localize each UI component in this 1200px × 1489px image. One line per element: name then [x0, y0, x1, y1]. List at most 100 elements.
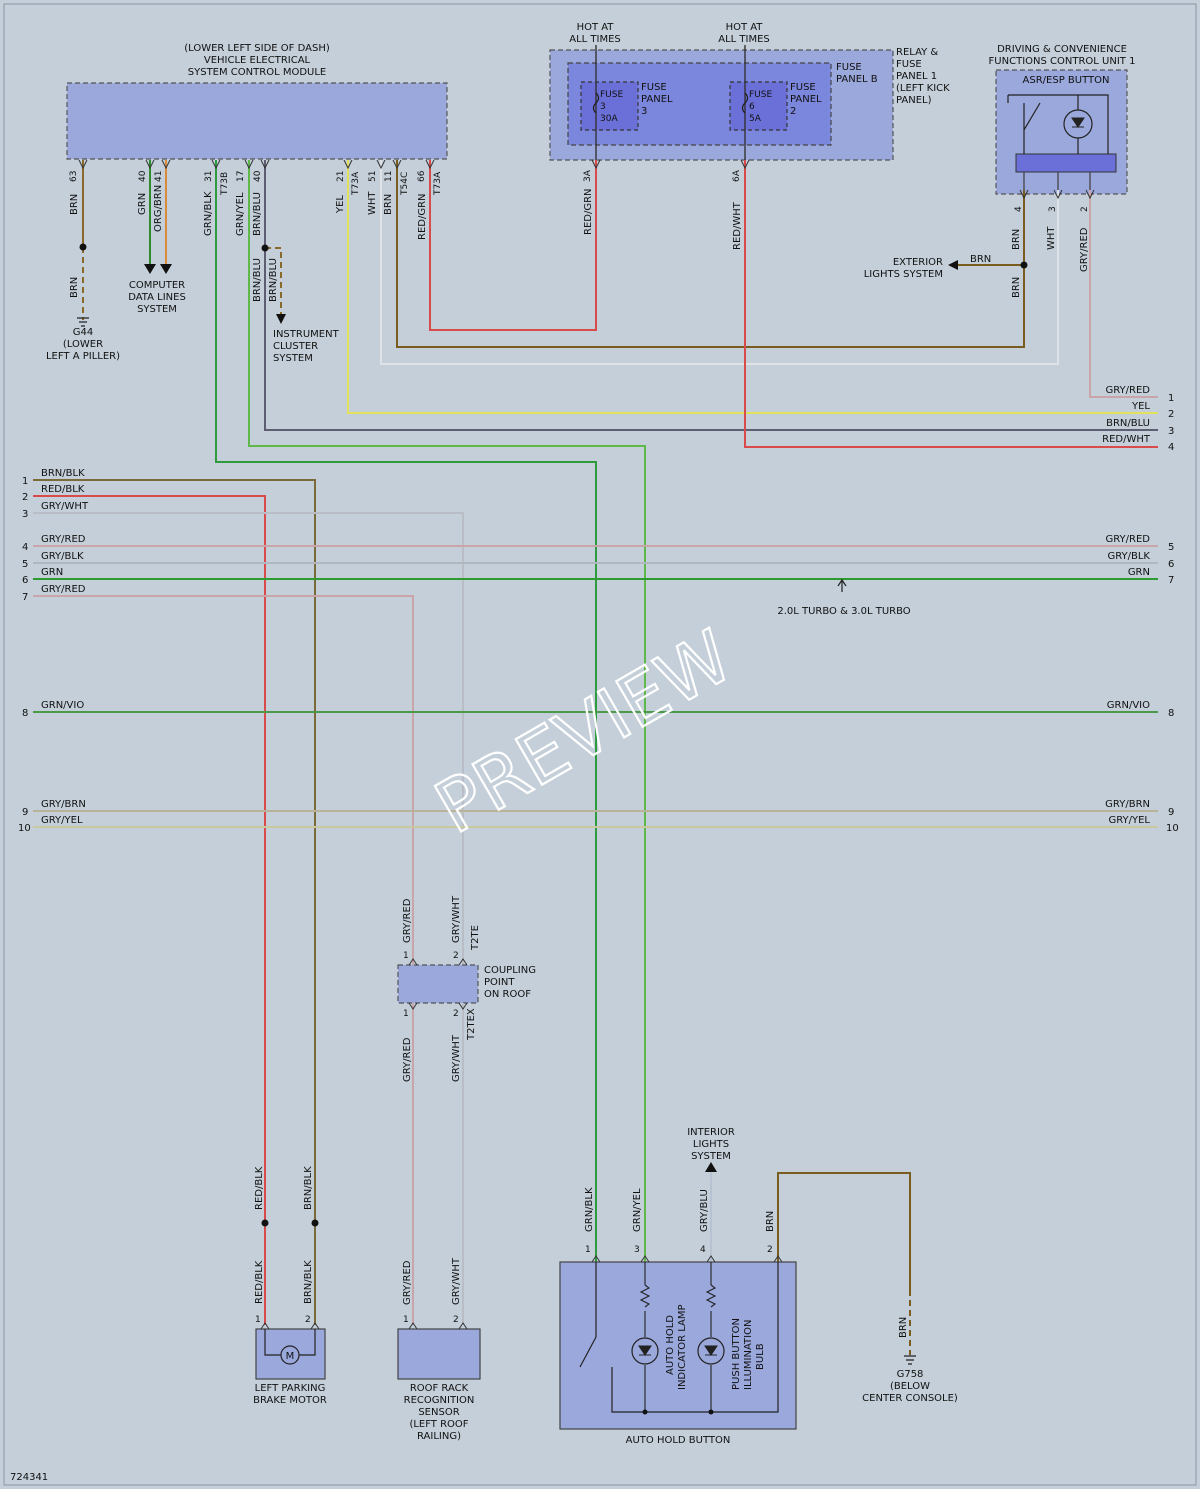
svg-text:T73B: T73B: [220, 172, 230, 196]
svg-text:RED/BLK: RED/BLK: [254, 1260, 265, 1304]
svg-text:6: 6: [1168, 559, 1174, 570]
svg-text:GRY/RED: GRY/RED: [41, 584, 86, 595]
svg-text:(LOWER LEFT SIDE OF DASH): (LOWER LEFT SIDE OF DASH): [184, 43, 330, 54]
svg-text:31: 31: [204, 171, 214, 182]
svg-text:3: 3: [634, 1245, 640, 1255]
svg-text:BRN/BLK: BRN/BLK: [303, 1166, 314, 1210]
svg-text:(LOWER: (LOWER: [63, 339, 103, 350]
svg-text:GRN/VIO: GRN/VIO: [41, 700, 84, 711]
svg-text:SYSTEM: SYSTEM: [273, 353, 313, 364]
svg-text:2: 2: [305, 1315, 311, 1325]
svg-text:PANEL 1: PANEL 1: [896, 71, 937, 82]
svg-text:4: 4: [1014, 206, 1024, 212]
svg-text:G44: G44: [73, 327, 93, 338]
svg-text:8: 8: [1168, 708, 1174, 719]
svg-text:GRN/BLK: GRN/BLK: [203, 191, 214, 236]
svg-text:SYSTEM CONTROL MODULE: SYSTEM CONTROL MODULE: [188, 67, 326, 78]
svg-text:RAILING): RAILING): [417, 1431, 461, 1442]
svg-text:2: 2: [22, 492, 28, 503]
svg-text:GRY/WHT: GRY/WHT: [451, 895, 462, 943]
computer-data-lines-label: COMPUTER DATA LINES SYSTEM: [128, 280, 186, 315]
svg-text:BRN: BRN: [1011, 229, 1022, 250]
dcfcu-module: DRIVING & CONVENIENCE FUNCTIONS CONTROL …: [989, 44, 1135, 195]
svg-text:BRN/BLK: BRN/BLK: [41, 468, 85, 479]
svg-text:17: 17: [236, 171, 246, 182]
svg-text:(LEFT KICK: (LEFT KICK: [896, 83, 950, 94]
svg-text:BRAKE MOTOR: BRAKE MOTOR: [253, 1395, 327, 1406]
svg-text:T73A: T73A: [351, 171, 361, 196]
roof-rack-sensor: GRY/RED GRY/WHT 1 2 ROOF RACK RECOGNITIO…: [397, 1257, 481, 1442]
svg-text:GRN/VIO: GRN/VIO: [1107, 700, 1150, 711]
svg-text:PANEL B: PANEL B: [836, 74, 878, 85]
svg-text:BULB: BULB: [755, 1343, 766, 1370]
svg-text:SYSTEM: SYSTEM: [137, 304, 177, 315]
svg-text:8: 8: [22, 708, 28, 719]
svg-text:GRY/RED: GRY/RED: [1105, 534, 1150, 545]
svg-text:BRN/BLU: BRN/BLU: [268, 258, 279, 302]
svg-text:4: 4: [1168, 442, 1174, 453]
svg-text:ON ROOF: ON ROOF: [484, 989, 531, 1000]
svg-text:LEFT A PILLER): LEFT A PILLER): [46, 351, 120, 362]
svg-text:GRY/RED: GRY/RED: [402, 898, 413, 943]
top-pin-labels: 63 40 41 31 T73B 17 40 21 T73A 51 11 T54…: [69, 169, 1090, 302]
svg-text:4: 4: [700, 1245, 706, 1255]
svg-text:BRN: BRN: [383, 194, 394, 215]
svg-text:BRN/BLU: BRN/BLU: [1106, 418, 1150, 429]
svg-text:GRY/BLK: GRY/BLK: [1107, 551, 1150, 562]
svg-text:10: 10: [18, 823, 31, 834]
svg-text:GRY/RED: GRY/RED: [402, 1260, 413, 1305]
svg-text:AUTO HOLD BUTTON: AUTO HOLD BUTTON: [626, 1435, 731, 1446]
svg-text:AUTO HOLD: AUTO HOLD: [665, 1315, 676, 1375]
svg-text:GRY/RED: GRY/RED: [1079, 227, 1090, 272]
svg-text:BRN: BRN: [765, 1211, 776, 1232]
svg-text:ROOF RACK: ROOF RACK: [410, 1383, 469, 1394]
svg-text:7: 7: [22, 592, 28, 603]
svg-text:LIGHTS SYSTEM: LIGHTS SYSTEM: [864, 269, 943, 280]
svg-text:(LEFT ROOF: (LEFT ROOF: [409, 1419, 468, 1430]
svg-text:2.0L TURBO & 3.0L TURBO: 2.0L TURBO & 3.0L TURBO: [777, 606, 910, 617]
svg-text:GRY/RED: GRY/RED: [41, 534, 86, 545]
svg-text:6A: 6A: [732, 169, 742, 182]
svg-text:1: 1: [22, 476, 28, 487]
svg-text:INSTRUMENT: INSTRUMENT: [273, 329, 340, 340]
svg-text:21: 21: [336, 171, 346, 182]
svg-text:COUPLING: COUPLING: [484, 965, 536, 976]
svg-text:1: 1: [255, 1315, 261, 1325]
svg-text:GRY/WHT: GRY/WHT: [41, 501, 89, 512]
svg-text:1: 1: [403, 1315, 409, 1325]
svg-text:2: 2: [453, 1009, 459, 1019]
svg-text:7: 7: [1168, 575, 1174, 586]
svg-text:HOT AT: HOT AT: [577, 22, 615, 33]
svg-text:GRN/BLK: GRN/BLK: [584, 1187, 595, 1232]
instrument-cluster-label: INSTRUMENT CLUSTER SYSTEM: [273, 329, 340, 364]
svg-text:3: 3: [22, 509, 28, 520]
svg-text:BRN: BRN: [970, 254, 991, 265]
svg-text:LEFT PARKING: LEFT PARKING: [255, 1383, 326, 1394]
svg-text:4: 4: [22, 542, 28, 553]
svg-text:41: 41: [154, 171, 164, 182]
svg-text:RED/GRN: RED/GRN: [417, 193, 428, 240]
svg-text:ASR/ESP BUTTON: ASR/ESP BUTTON: [1023, 75, 1110, 86]
svg-text:BRN: BRN: [69, 194, 80, 215]
svg-text:EXTERIOR: EXTERIOR: [893, 257, 943, 268]
auto-hold-button: INTERIOR LIGHTS SYSTEM GRN/BLK GRN/YEL G…: [559, 1127, 911, 1446]
svg-text:DATA LINES: DATA LINES: [128, 292, 186, 303]
svg-text:T2TE: T2TE: [470, 925, 481, 951]
vescm-wires: [79, 160, 1158, 1262]
svg-text:GRY/BRN: GRY/BRN: [41, 799, 86, 810]
svg-text:FUSE: FUSE: [600, 90, 623, 100]
main-bus: 2.0L TURBO & 3.0L TURBO 1 BRN/BLK 2 RED/…: [18, 468, 1179, 1325]
svg-text:RECOGNITION: RECOGNITION: [404, 1395, 475, 1406]
svg-text:3: 3: [1048, 206, 1058, 212]
svg-text:30A: 30A: [600, 114, 618, 124]
svg-text:1: 1: [403, 951, 409, 961]
svg-text:1: 1: [585, 1245, 591, 1255]
g758-ground: BRN G758 (BELOW CENTER CONSOLE): [862, 1317, 958, 1404]
exterior-lights-label: EXTERIOR LIGHTS SYSTEM: [864, 257, 943, 280]
svg-text:BRN: BRN: [69, 277, 80, 298]
svg-text:GRY/BLU: GRY/BLU: [699, 1189, 710, 1232]
svg-text:9: 9: [1168, 807, 1174, 818]
svg-text:3A: 3A: [583, 169, 593, 182]
svg-text:66: 66: [417, 170, 427, 182]
